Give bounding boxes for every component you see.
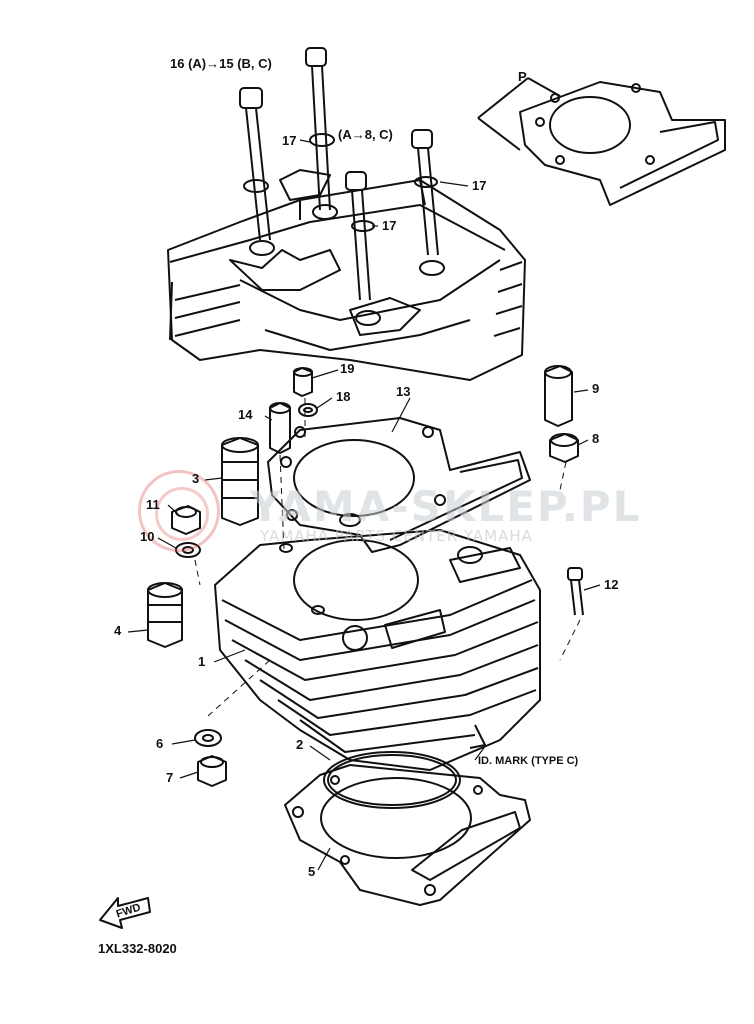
watermark-logo-icon xyxy=(138,470,220,552)
callout-18: 18 xyxy=(336,389,351,404)
callout-13: 13 xyxy=(396,384,411,399)
callout-10: 10 xyxy=(140,529,155,544)
callout-9: 9 xyxy=(592,381,600,396)
part-number: 1XL332-8020 xyxy=(98,941,177,956)
callout-14: 14 xyxy=(238,407,253,422)
note-id-mark: ID. MARK (TYPE C) xyxy=(478,755,579,767)
callout-4: 4 xyxy=(114,623,122,638)
callout-5: 5 xyxy=(308,864,316,879)
callout-6: 6 xyxy=(156,736,164,751)
base-gasket-5 xyxy=(284,764,531,906)
callout-19: 19 xyxy=(340,361,355,376)
nut-7 xyxy=(197,755,227,787)
cylinder-block-1 xyxy=(214,513,541,771)
callout-p: P xyxy=(518,69,527,84)
head-bolt-right xyxy=(411,129,439,256)
dowel-pin-4 xyxy=(147,582,183,648)
washer-6 xyxy=(194,729,222,747)
callout-2: 2 xyxy=(296,737,304,752)
head-bolt-center xyxy=(345,171,375,301)
callout-17-center: 17 xyxy=(382,218,397,233)
dowel-14 xyxy=(269,402,291,454)
note-bolt-8: (A→8, C) xyxy=(338,127,393,142)
callout-1: 1 xyxy=(198,654,206,669)
head-gasket-p xyxy=(477,77,726,206)
watermark-subtitle: YAMAHA PARTS CENTER YAMAHA xyxy=(260,527,533,545)
callout-8: 8 xyxy=(592,431,600,446)
bolt-12 xyxy=(567,567,584,616)
callout-3: 3 xyxy=(192,471,200,486)
seal-8 xyxy=(549,433,579,463)
fwd-arrow-icon xyxy=(99,897,151,929)
note-bolt-16-15: 16 (A)→15 (B, C) xyxy=(170,56,272,71)
dowel-pin-3 xyxy=(221,437,259,526)
head-bolt-16 xyxy=(239,87,271,241)
dowel-9 xyxy=(544,365,573,427)
callout-7: 7 xyxy=(166,770,174,785)
callout-17-left: 17 xyxy=(282,133,297,148)
o-ring-2 xyxy=(323,751,461,809)
cylinder-head xyxy=(167,169,526,381)
head-bolt-15 xyxy=(305,47,335,211)
callout-12: 12 xyxy=(604,577,619,592)
watermark-title: YAMA-SKLEP.PL xyxy=(250,482,642,531)
callout-11: 11 xyxy=(146,497,160,512)
callout-17-right: 17 xyxy=(472,178,487,193)
oring-18 xyxy=(298,403,318,417)
pin-19 xyxy=(293,367,313,397)
